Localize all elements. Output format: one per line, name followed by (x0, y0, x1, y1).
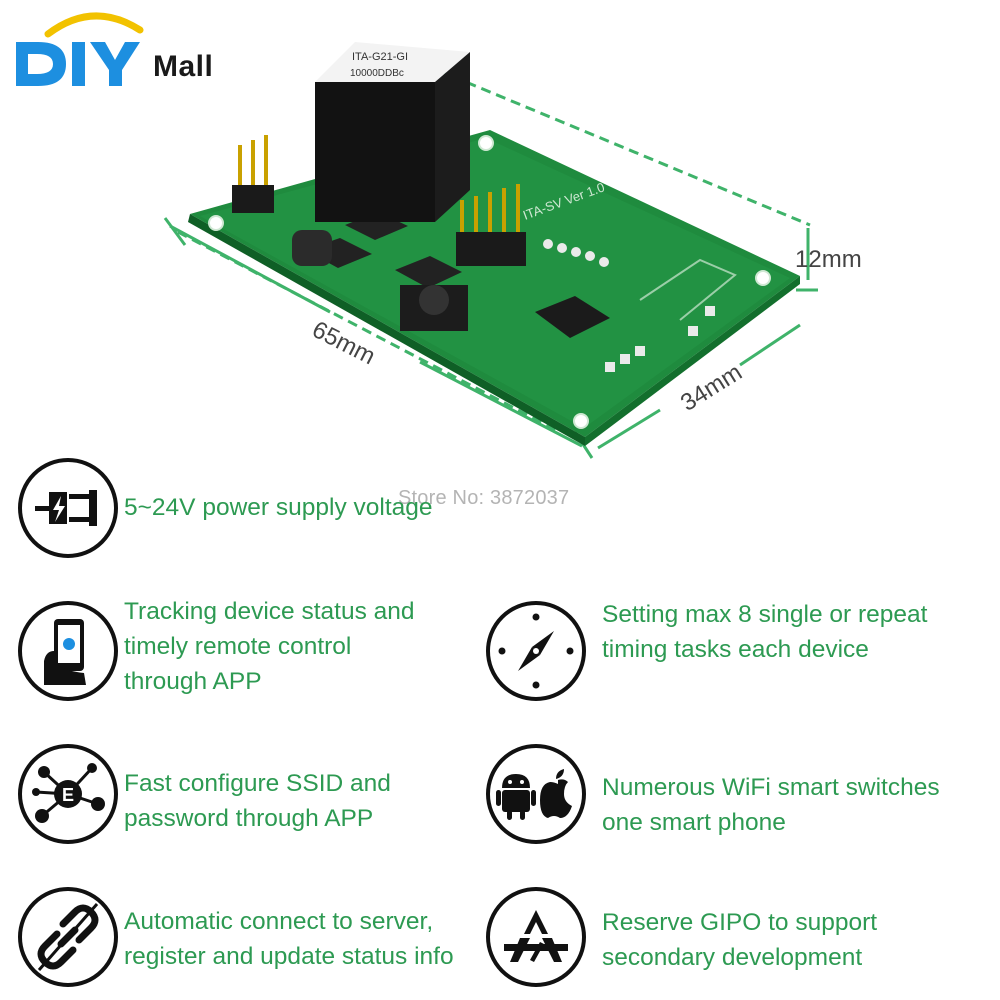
brand-mall-text: Mall (153, 50, 214, 83)
feature-text-line: Tracking device status and (124, 598, 415, 625)
feature-text-line: Reserve GIPO to support (602, 909, 878, 936)
feature-text-line: Setting max 8 single or repeat (602, 601, 928, 628)
feature-text-line: 5~24V power supply voltage (124, 494, 433, 521)
broken-link-icon (18, 887, 118, 987)
brand-logo (8, 6, 248, 96)
relay-marking-1: ITA-G21-GI (352, 51, 408, 63)
relay-marking-2: 10000DDBc (350, 68, 404, 79)
power-plug-icon (18, 458, 118, 558)
store-watermark: Store No: 3872037 (398, 487, 570, 509)
feature-text-line: password through APP (124, 805, 374, 832)
pcb-board-illustration: ITA-G21-GI 10000DDBc ITA-SV Ver 1.0 (163, 42, 818, 459)
app-store-icon (486, 887, 586, 987)
feature-text-line: Fast configure SSID and (124, 770, 391, 797)
feature-text-line: secondary development (602, 944, 863, 971)
feature-text-line: through APP (124, 668, 262, 695)
phone-hand-icon (18, 601, 118, 701)
dimension-height-label: 12mm (795, 246, 862, 273)
feature-text-line: timely remote control (124, 633, 352, 660)
network-nodes-icon: E (18, 744, 118, 844)
feature-text-line: Automatic connect to server, (124, 908, 434, 935)
svg-text:E: E (62, 785, 74, 805)
feature-text-line: one smart phone (602, 809, 786, 836)
feature-text-line: Numerous WiFi smart switches (602, 774, 940, 801)
diymall-logo-icon (16, 12, 144, 86)
android-apple-icon (486, 744, 586, 844)
feature-text-line: register and update status info (124, 943, 454, 970)
compass-icon (486, 601, 586, 701)
feature-text-line: timing tasks each device (602, 636, 869, 663)
